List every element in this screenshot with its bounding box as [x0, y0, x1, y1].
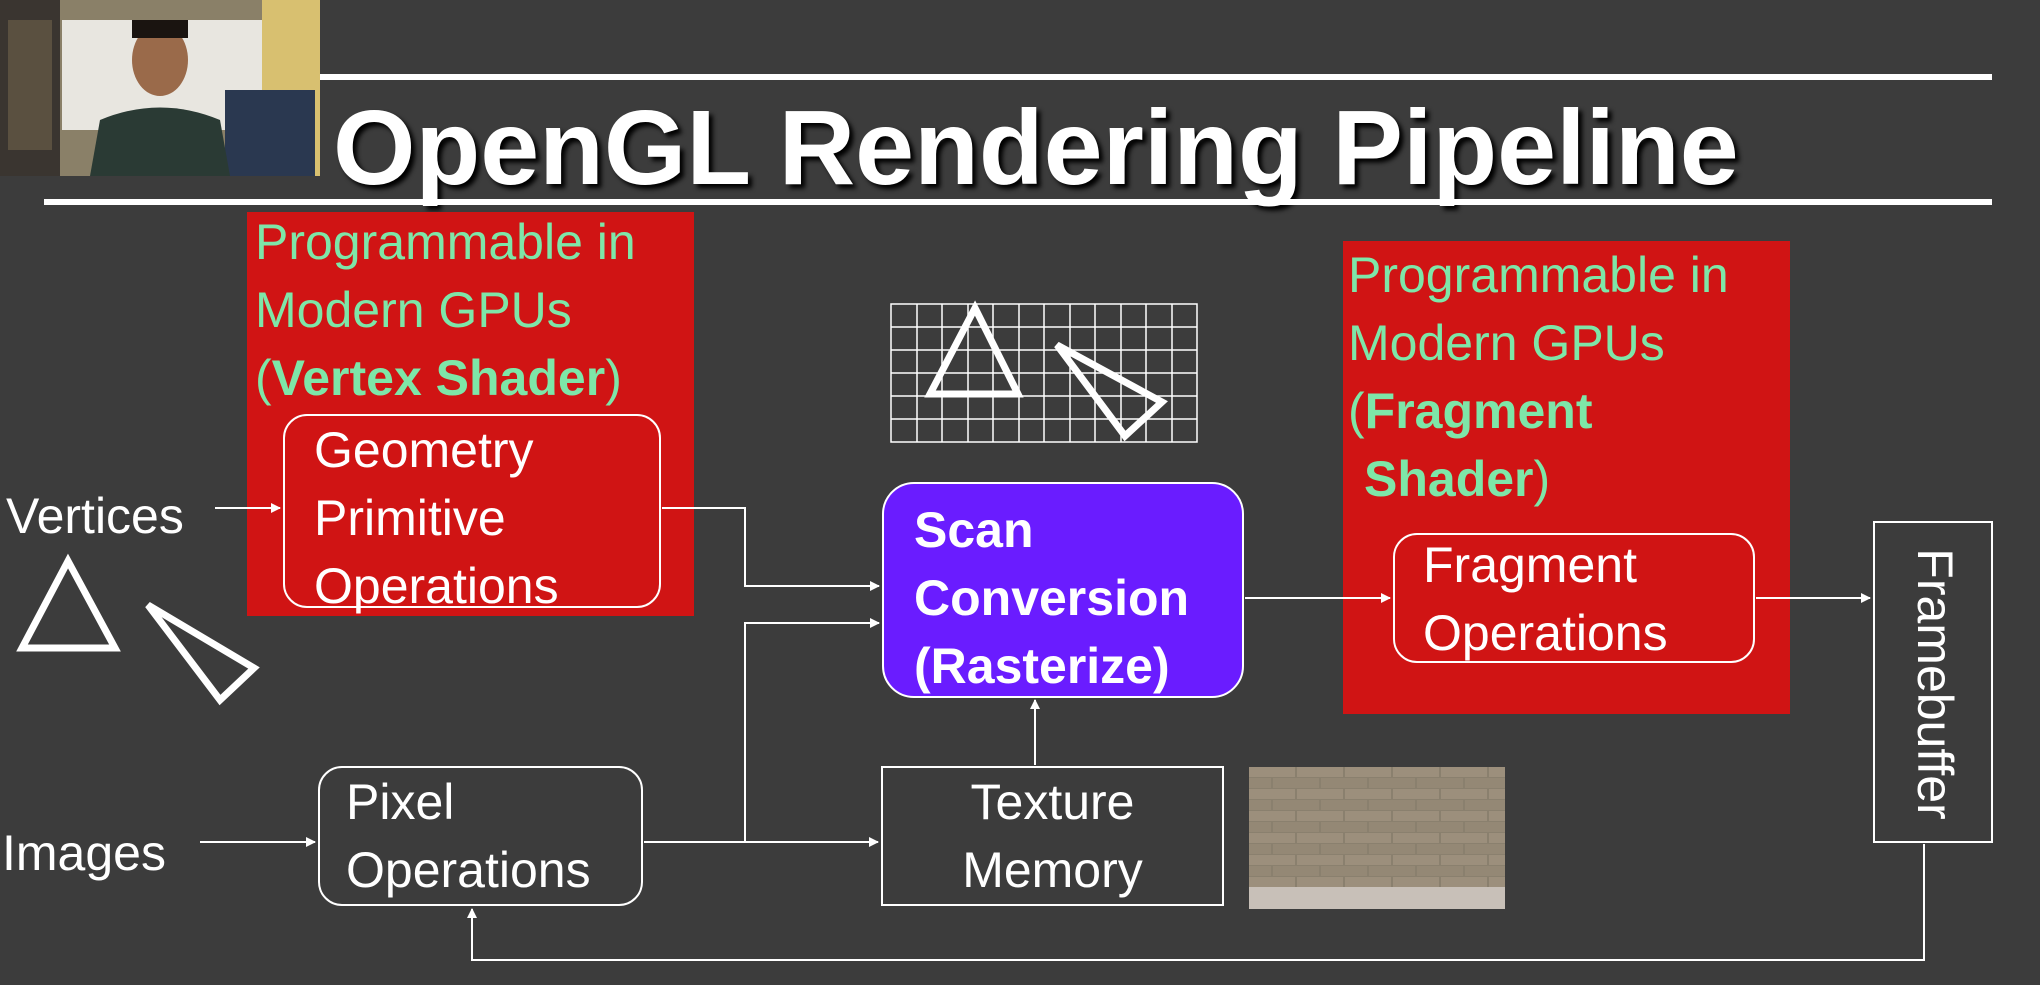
arrow-pixel-to-scan [744, 618, 880, 842]
fragment-paren-close: ) [1533, 451, 1551, 507]
pixel-label-2: Operations [346, 842, 591, 898]
pixel-label-1: Pixel [346, 774, 455, 830]
title-rule-top [320, 74, 1992, 80]
brick-texture-image [1249, 767, 1505, 909]
fragment-shader-name-1: Fragment [1364, 383, 1593, 439]
texture-memory-box: Texture Memory [881, 766, 1224, 906]
arrow-geometry-to-scan [662, 507, 880, 591]
raster-triangle-slanted-icon [1054, 341, 1168, 442]
scan-conversion-box: Scan Conversion (Rasterize) [882, 482, 1244, 698]
fragment-shader-name-2: Shader [1364, 451, 1534, 507]
vertex-shader-name: Vertex Shader [271, 350, 606, 406]
texture-label-2: Memory [962, 842, 1143, 898]
vertex-paren-close: ) [605, 350, 622, 406]
geometry-label-2: Primitive [314, 490, 506, 546]
scan-label-1: Scan [914, 502, 1034, 558]
vertex-region-line2: Modern GPUs [255, 282, 572, 338]
vertices-label: Vertices [6, 488, 184, 544]
fragment-label-1: Fragment [1423, 537, 1637, 593]
fragment-shader-region: Programmable in Modern GPUs (Fragment Sh… [1343, 241, 1790, 714]
raster-triangle-icon [924, 300, 1024, 398]
vertex-paren-open: ( [255, 350, 272, 406]
title-rule-bottom [44, 199, 1992, 205]
fragment-region-line2: Modern GPUs [1348, 315, 1665, 371]
vertex-region-line1: Programmable in [255, 214, 636, 270]
fragment-label-2: Operations [1423, 605, 1668, 661]
images-label: Images [2, 825, 166, 881]
webcam-video [0, 0, 320, 176]
framebuffer-label: Framebuffer [1907, 548, 1963, 820]
pixel-operations-box: Pixel Operations [318, 766, 643, 906]
vertex-triangle-icon [16, 553, 121, 652]
fragment-paren-open: ( [1348, 383, 1365, 439]
vertex-triangle-slanted-icon [145, 601, 260, 706]
scan-label-3: (Rasterize) [914, 638, 1170, 694]
framebuffer-box: Framebuffer [1873, 521, 1993, 843]
scan-label-2: Conversion [914, 570, 1190, 626]
texture-label-1: Texture [970, 774, 1135, 830]
slide-title: OpenGL Rendering Pipeline [333, 89, 1739, 207]
fragment-operations-box: Fragment Operations [1393, 533, 1755, 663]
geometry-label-3: Operations [314, 558, 559, 614]
geometry-label-1: Geometry [314, 422, 534, 478]
geometry-primitive-operations-box: Geometry Primitive Operations [283, 414, 661, 614]
fragment-region-line1: Programmable in [1348, 247, 1729, 303]
raster-grid-icon [890, 303, 1198, 443]
